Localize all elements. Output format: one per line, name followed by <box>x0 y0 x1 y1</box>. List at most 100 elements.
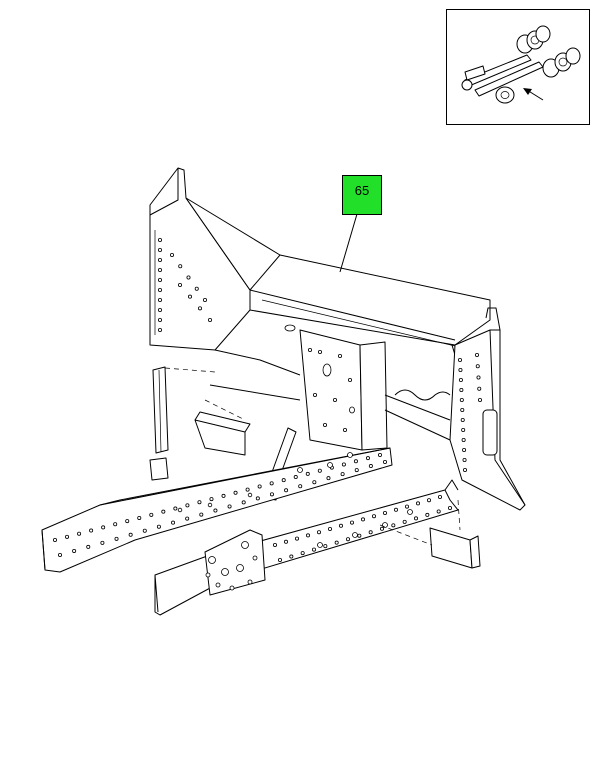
bolt-hole <box>322 422 327 427</box>
bolt-hole <box>425 512 430 517</box>
bolt-hole <box>475 364 480 369</box>
bolt-hole <box>213 508 218 513</box>
bolt-hole <box>157 287 162 292</box>
bolt-hole <box>462 457 467 462</box>
bolt-hole <box>128 532 133 537</box>
bolt-hole <box>365 456 370 461</box>
bolt-hole <box>202 297 207 302</box>
bolt-hole <box>305 471 310 476</box>
bolt-hole <box>307 347 312 352</box>
bolt-hole <box>426 498 431 503</box>
bolt-hole <box>477 386 482 391</box>
bolt-hole <box>272 543 277 548</box>
bolt-hole <box>269 481 274 486</box>
bolt-hole <box>323 544 328 549</box>
bolt-hole <box>334 540 339 545</box>
bolt-hole <box>161 509 166 514</box>
bolt-hole <box>284 488 289 493</box>
bolt-hole <box>404 504 409 509</box>
bolt-hole <box>86 544 91 549</box>
bolt-hole <box>207 502 213 508</box>
bolt-hole <box>229 585 235 591</box>
bolt-hole <box>340 472 345 477</box>
bolt-hole <box>352 532 358 538</box>
bolt-hole <box>458 367 463 372</box>
bolt-hole <box>353 459 358 464</box>
bolt-hole <box>178 264 183 269</box>
bolt-hole <box>316 530 321 535</box>
bolt-hole <box>337 353 342 358</box>
bolt-hole <box>157 237 162 242</box>
bolt-hole <box>382 522 388 528</box>
bolt-hole <box>462 467 467 472</box>
bolt-hole <box>368 530 373 535</box>
bolt-hole <box>447 505 452 510</box>
bolt-hole <box>377 452 382 457</box>
bolt-hole <box>173 506 178 511</box>
bolt-hole <box>300 551 305 556</box>
bolt-hole <box>293 475 298 480</box>
bolt-hole <box>233 490 238 495</box>
bolt-hole <box>185 516 190 521</box>
bolt-hole <box>332 397 337 402</box>
bolt-hole <box>65 534 70 539</box>
bolt-hole <box>227 504 232 509</box>
bolt-hole <box>207 317 212 322</box>
truck-chassis-locator-icon <box>461 25 581 104</box>
bolt-hole <box>347 377 352 382</box>
bolt-hole <box>436 509 441 514</box>
right-vertical-bracket <box>379 499 481 569</box>
center-bracket <box>299 329 388 451</box>
bolt-hole <box>460 417 465 422</box>
bolt-hole <box>157 277 162 282</box>
bolt-hole <box>257 484 262 489</box>
bolt-hole <box>298 484 303 489</box>
main-crossmember <box>185 197 501 356</box>
bolt-hole <box>221 568 229 576</box>
bolt-hole <box>458 377 463 382</box>
bolt-hole <box>77 531 82 536</box>
bolt-hole <box>100 540 105 545</box>
bolt-hole <box>101 525 106 530</box>
bolt-hole <box>252 555 258 561</box>
bolt-hole <box>317 468 322 473</box>
bolt-hole <box>283 539 288 544</box>
bolt-hole <box>462 447 467 452</box>
bolt-hole <box>393 507 398 512</box>
left-vertical-bracket <box>149 366 216 481</box>
bolt-hole <box>312 392 317 397</box>
bolt-hole <box>312 480 317 485</box>
right-frame-rail <box>154 479 459 616</box>
bolt-hole <box>53 538 58 543</box>
bolt-hole <box>382 459 387 464</box>
bolt-hole <box>72 548 77 553</box>
bolt-hole <box>294 536 299 541</box>
bolt-hole <box>113 522 118 527</box>
bolt-hole <box>114 536 119 541</box>
bolt-hole <box>247 492 253 498</box>
bolt-hole <box>241 500 246 505</box>
bolt-hole <box>149 512 154 517</box>
bolt-hole <box>157 327 162 332</box>
bolt-hole <box>142 528 147 533</box>
bolt-hole <box>186 275 191 280</box>
bolt-hole <box>215 582 221 588</box>
bolt-hole <box>194 286 199 291</box>
bolt-hole <box>281 478 286 483</box>
bolt-hole <box>476 375 481 380</box>
bolt-hole <box>157 267 162 272</box>
bolt-hole <box>209 497 214 502</box>
bolt-hole <box>208 556 216 564</box>
bolt-hole <box>327 462 333 468</box>
bolt-hole <box>371 514 376 519</box>
bolt-hole <box>459 397 464 402</box>
reinforcement-plate <box>204 529 266 596</box>
bolt-hole <box>171 520 176 525</box>
bolt-hole <box>197 500 202 505</box>
bolt-hole <box>199 512 204 517</box>
part-callout-65[interactable]: 65 <box>342 175 382 215</box>
bolt-hole <box>177 507 183 513</box>
bolt-hole <box>437 494 442 499</box>
bolt-hole <box>407 509 413 515</box>
